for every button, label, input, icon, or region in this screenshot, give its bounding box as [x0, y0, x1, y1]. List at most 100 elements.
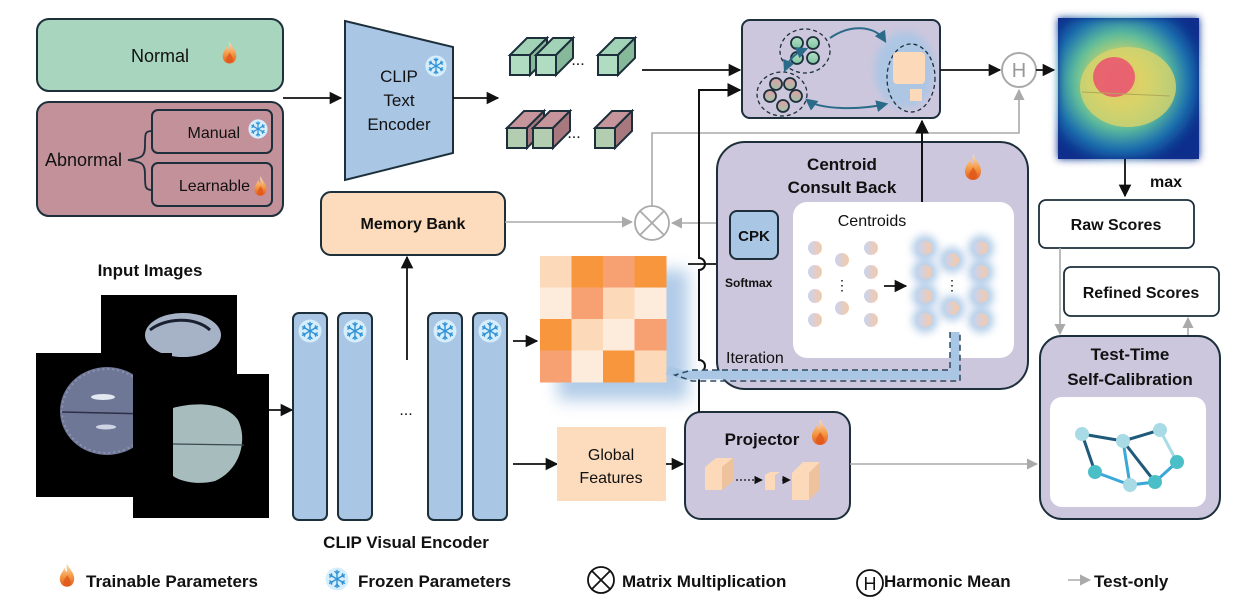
- legend-snowflake-icon: [325, 567, 349, 591]
- learnable-prompt-label: Learnable: [179, 178, 250, 195]
- similarity-cell: [603, 256, 635, 288]
- similarity-cell: [634, 287, 667, 320]
- clip-visual-encoder[interactable]: [292, 312, 508, 521]
- iteration-feedback-outline: [672, 332, 961, 382]
- ccb-title-line1: Centroid: [807, 155, 877, 174]
- centroid-dot: [835, 301, 849, 315]
- legend: Trainable Parameters Frozen Parameters M…: [59, 563, 1169, 597]
- snowflake-icon: [248, 119, 268, 139]
- normal-embedding-token: [533, 35, 576, 78]
- raw-scores-box[interactable]: [1038, 199, 1195, 249]
- abnormal-embedding-token: [592, 108, 635, 151]
- patch-similarity-matrix[interactable]: [540, 256, 667, 383]
- snowflake-icon: [433, 319, 457, 343]
- centroid-dot-refined: [974, 241, 988, 255]
- similarity-cell: [540, 287, 572, 320]
- visual-encoder-layer: [427, 312, 463, 521]
- legend-harmonic-symbol: H: [864, 574, 877, 594]
- similarity-cell: [571, 350, 604, 383]
- cpk-box[interactable]: [729, 210, 779, 260]
- abnormal-prompt-label: Abnormal: [45, 150, 122, 170]
- projector-module[interactable]: Projector: [684, 411, 851, 520]
- similarity-cell: [603, 319, 635, 351]
- iteration-feedback-path: [665, 332, 960, 380]
- similarity-cell: [571, 319, 604, 351]
- centroids-after-vertical-dots: ⋮: [945, 277, 959, 293]
- legend-trainable-label: Trainable Parameters: [86, 572, 258, 591]
- similarity-cell: [540, 319, 572, 351]
- visual-encoder-layer: [292, 312, 328, 521]
- centroid-dot: [808, 289, 822, 303]
- normal-embedding-token: [595, 35, 638, 78]
- centroid-dot: [808, 313, 822, 327]
- text-encoder-line1: CLIP: [380, 67, 418, 86]
- centroid-dot: [864, 265, 878, 279]
- matrix-multiplication-node: [634, 205, 670, 241]
- snowflake-icon: [298, 319, 322, 343]
- legend-matmul-label: Matrix Multiplication: [622, 572, 786, 591]
- prompt-group: Normal Abnormal Manual Learnable: [36, 18, 284, 217]
- iteration-label: Iteration: [726, 350, 784, 367]
- manual-prompt-box[interactable]: [151, 109, 273, 154]
- ellipsis-normal-embeddings: ...: [571, 52, 584, 69]
- memory-bank-box[interactable]: [320, 191, 506, 256]
- centroid-dot: [864, 313, 878, 327]
- arrow-matmul-to-harmonic: [651, 88, 1025, 206]
- legend-test-only-label: Test-only: [1094, 572, 1169, 591]
- similarity-cell: [603, 350, 635, 383]
- snowflake-icon: [478, 319, 502, 343]
- harmonic-symbol: H: [1012, 60, 1026, 82]
- centroids-before: [808, 241, 878, 327]
- centroid-dot-refined: [945, 301, 959, 315]
- ccb-title-line2: Consult Back: [788, 178, 897, 197]
- centroid-dot-refined: [974, 265, 988, 279]
- text-encoder-line3: Encoder: [367, 115, 431, 134]
- similarity-cell: [540, 350, 572, 383]
- centroid-dot: [808, 265, 822, 279]
- raw-scores-label: Raw Scores: [1071, 217, 1162, 234]
- snowflake-icon: [425, 55, 447, 77]
- centroid-dot-refined: [918, 265, 932, 279]
- cpk-label: CPK: [738, 228, 770, 245]
- global-features-line1: Global: [588, 447, 634, 464]
- normal-text-embeddings: [507, 35, 638, 78]
- centroid-dot-refined: [918, 241, 932, 255]
- ellipsis-visual-layers: ...: [399, 402, 412, 419]
- similarity-cell: [540, 256, 572, 288]
- normal-prompt-box[interactable]: [36, 18, 284, 92]
- centroid-dot-refined: [918, 313, 932, 327]
- refined-scores-box[interactable]: [1063, 266, 1220, 317]
- centroid-dot: [835, 253, 849, 267]
- similarity-cell: [571, 256, 604, 288]
- centroid-dot-refined: [974, 313, 988, 327]
- learnable-prompt-box[interactable]: [151, 162, 273, 207]
- input-images[interactable]: [36, 295, 269, 518]
- manual-prompt-label: Manual: [188, 125, 240, 142]
- test-time-self-calibration-module[interactable]: Test-Time Self-Calibration: [1039, 335, 1221, 520]
- centroid-dot-refined: [974, 289, 988, 303]
- similarity-cell: [634, 350, 667, 383]
- centroid-alignment-module[interactable]: [741, 19, 941, 119]
- similarity-cell: [634, 319, 667, 351]
- legend-harmonic-icon: H: [856, 569, 884, 597]
- projector-label: Projector: [725, 430, 800, 449]
- legend-flame-icon: [59, 563, 75, 587]
- global-features-box[interactable]: [557, 427, 666, 501]
- snowflake-icon: [343, 319, 367, 343]
- ellipsis-abnormal-embeddings: ...: [567, 125, 580, 142]
- normal-prompt-label: Normal: [131, 46, 189, 66]
- clip-text-encoder[interactable]: CLIP Text Encoder: [344, 19, 454, 182]
- similarity-cell: [571, 287, 604, 320]
- ttsc-title-line2: Self-Calibration: [1067, 370, 1193, 389]
- centroid-consult-back-module[interactable]: Centroid Consult Back Centroids CPK Soft…: [716, 141, 1029, 390]
- similarity-cell: [634, 256, 667, 288]
- legend-frozen-label: Frozen Parameters: [358, 572, 511, 591]
- anomaly-map[interactable]: [1058, 18, 1199, 159]
- visual-encoder-layer: [337, 312, 373, 521]
- centroid-dot-refined: [945, 253, 959, 267]
- centroids-label: Centroids: [838, 213, 906, 230]
- graph-icon: [1075, 423, 1184, 492]
- input-images-title: Input Images: [98, 261, 203, 280]
- centroid-dot-refined: [918, 289, 932, 303]
- max-label: max: [1150, 174, 1182, 191]
